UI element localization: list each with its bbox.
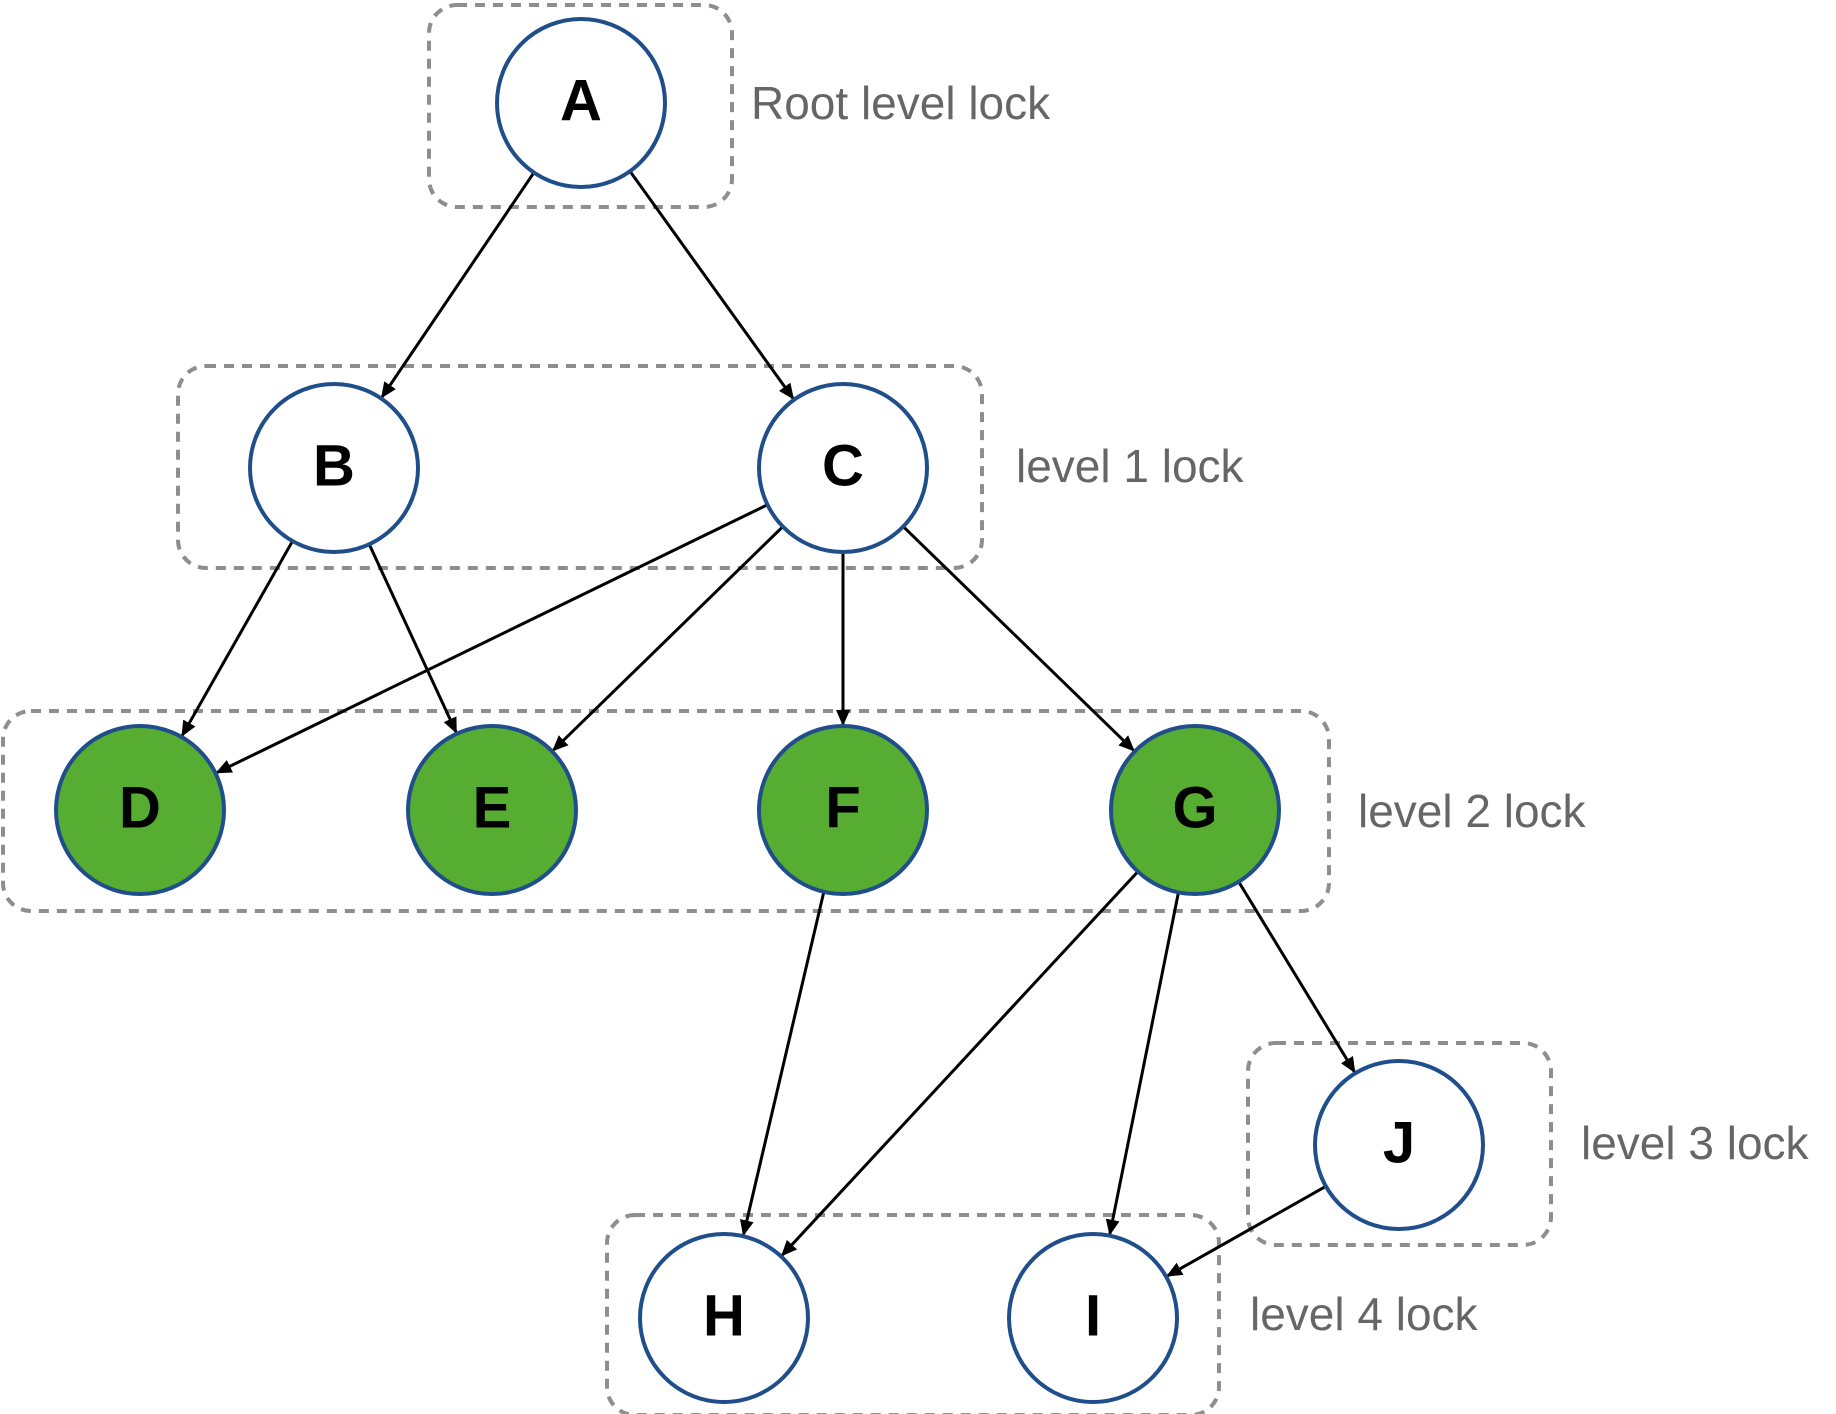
node-label: I	[1085, 1283, 1101, 1348]
nodes: A B C D E F G H I J	[54, 17, 1485, 1404]
node-label: F	[825, 775, 860, 840]
edge-C-G	[902, 525, 1135, 752]
node-label: A	[560, 68, 602, 133]
node-D: D	[54, 724, 226, 896]
node-A: A	[495, 17, 667, 189]
lock-group-level3: level 3 lock	[1246, 1041, 1810, 1247]
lock-group-label: Root level lock	[751, 77, 1051, 129]
lock-group-label: level 4 lock	[1250, 1288, 1479, 1340]
node-label: H	[703, 1283, 745, 1348]
edge-B-E	[367, 543, 458, 734]
node-E: E	[406, 724, 578, 896]
node-circle	[1007, 1232, 1179, 1404]
node-I: I	[1007, 1232, 1179, 1404]
node-label: C	[822, 433, 864, 498]
node-circle	[1313, 1059, 1485, 1231]
lock-group-box	[1, 709, 1331, 913]
node-circle	[757, 382, 929, 554]
node-circle	[495, 17, 667, 189]
edge-G-J	[1237, 880, 1356, 1074]
node-F: F	[757, 724, 929, 896]
lock-group-label: level 1 lock	[1016, 440, 1245, 492]
node-circle	[1109, 724, 1281, 896]
node-label: G	[1172, 775, 1217, 840]
node-circle	[54, 724, 226, 896]
lock-group-label: level 3 lock	[1581, 1117, 1810, 1169]
lock-group-box	[176, 364, 984, 570]
edge-G-I	[1105, 892, 1180, 1236]
node-J: J	[1313, 1059, 1485, 1231]
edge-C-D	[215, 503, 769, 774]
lock-group-level2: level 2 lock	[1, 709, 1587, 913]
node-label: E	[473, 775, 512, 840]
lock-group-level4: level 4 lock	[605, 1213, 1479, 1414]
lock-group-box	[427, 3, 734, 209]
edge-A-C	[628, 170, 795, 400]
node-B: B	[248, 382, 420, 554]
edge-C-E	[552, 525, 784, 752]
node-label: D	[119, 775, 161, 840]
node-label: J	[1383, 1110, 1415, 1175]
lock-groups: Root level lock level 1 lock level 2 lock l…	[1, 3, 1810, 1414]
lock-group-root: Root level lock	[427, 3, 1051, 209]
lock-group-box	[1246, 1041, 1553, 1247]
node-circle	[248, 382, 420, 554]
edges	[181, 170, 1356, 1277]
node-G: G	[1109, 724, 1281, 896]
node-C: C	[757, 382, 929, 554]
lock-group-level1: level 1 lock	[176, 364, 1245, 570]
edge-G-H	[781, 870, 1139, 1257]
lock-group-box	[605, 1213, 1221, 1414]
edge-B-D	[181, 540, 294, 737]
node-H: H	[638, 1232, 810, 1404]
edge-A-B	[380, 171, 536, 399]
node-circle	[757, 724, 929, 896]
node-circle	[406, 724, 578, 896]
lock-group-label: level 2 lock	[1358, 785, 1587, 837]
edge-F-H	[739, 891, 826, 1237]
node-circle	[638, 1232, 810, 1404]
edge-J-I	[1166, 1185, 1327, 1277]
node-label: B	[313, 433, 355, 498]
